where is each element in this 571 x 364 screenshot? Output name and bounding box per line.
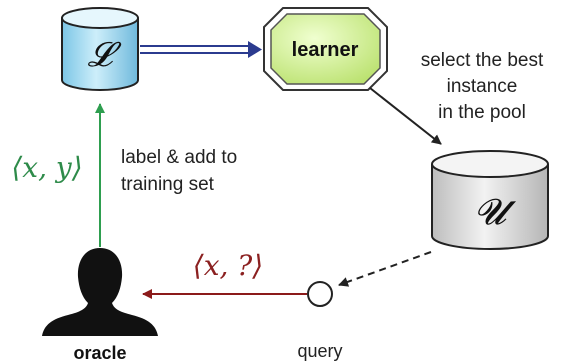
select-best-text: select the best instance in the pool <box>421 50 544 123</box>
arrow-labeled-to-learner <box>140 41 262 58</box>
label-add-line1: label & add to <box>121 147 237 168</box>
select-text-line3: in the pool <box>438 102 526 123</box>
label-add-text: label & add to training set <box>121 147 237 195</box>
xy-pair: ⟨x, y⟩ <box>11 151 82 184</box>
labeled-set-cylinder: 𝓛 <box>61 7 139 91</box>
oracle-label: oracle <box>73 343 126 363</box>
label-add-line2: training set <box>121 174 215 195</box>
oracle-person-icon <box>42 248 158 336</box>
select-text-line2: instance <box>447 76 518 97</box>
unlabeled-pool-cylinder: 𝓤 <box>431 150 549 250</box>
learner-box: learner <box>263 7 388 91</box>
arrow-pool-to-query <box>338 251 432 287</box>
query-node <box>307 281 333 307</box>
learner-label: learner <box>292 39 359 61</box>
select-text-line1: select the best <box>421 50 544 71</box>
query-label: query <box>297 341 342 361</box>
arrow-learner-to-pool <box>369 87 442 145</box>
x-query-pair: ⟨x, ?⟩ <box>193 249 263 282</box>
